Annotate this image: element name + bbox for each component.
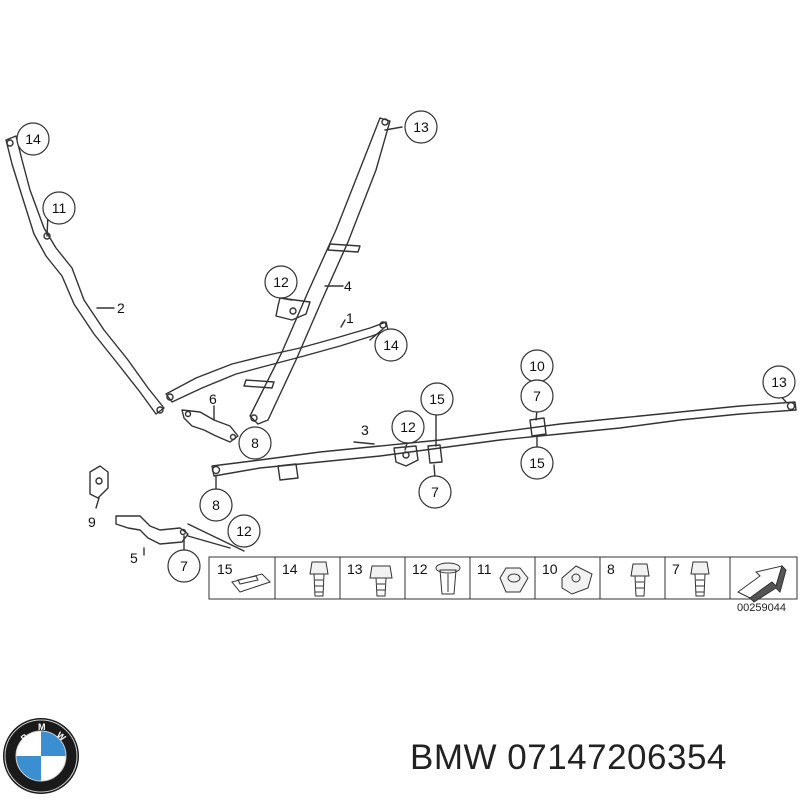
callout-13-top: 13 (404, 110, 438, 144)
legend-8: 8 (607, 561, 615, 577)
svg-text:15: 15 (529, 455, 545, 471)
part-12-bracket-upper (275, 297, 311, 321)
svg-text:8: 8 (251, 435, 259, 451)
part-3-bracket-left (277, 463, 299, 481)
part-3-bracket-right (529, 417, 547, 437)
bolt-7-icon (690, 561, 710, 597)
bolt-14-icon (309, 561, 329, 597)
callout-7-lower: 7 (167, 549, 201, 583)
part-4-bracket-top (327, 243, 361, 253)
drawing-number: 00259044 (737, 602, 786, 614)
legend-12: 12 (412, 561, 428, 577)
direction-arrow-icon (737, 565, 787, 603)
svg-text:7: 7 (533, 388, 541, 404)
part-4-strut (249, 117, 391, 425)
part-label-3: 3 (361, 422, 369, 438)
part-label-5: 5 (130, 550, 138, 566)
svg-text:11: 11 (52, 200, 67, 216)
svg-text:12: 12 (236, 523, 252, 539)
part-label-1: 1 (346, 310, 354, 326)
callout-11: 11 (42, 191, 76, 225)
legend-14: 14 (282, 561, 298, 577)
svg-text:M: M (38, 722, 46, 732)
cage-nut-icon (561, 565, 593, 595)
part-3-bracket-15 (427, 444, 443, 464)
legend-15: 15 (217, 561, 233, 577)
svg-text:13: 13 (413, 119, 429, 135)
callout-12-mid: 12 (391, 410, 425, 444)
footer-part-number: BMW 07147206354 (410, 738, 727, 777)
expansion-nut-icon (435, 562, 461, 595)
part-4-bracket-mid (243, 379, 275, 389)
callouts: 14 11 13 12 14 8 10 7 13 15 12 15 7 8 12… (16, 110, 796, 583)
callout-10: 10 (520, 349, 554, 383)
legend-7: 7 (672, 561, 680, 577)
callout-7-mid: 7 (418, 475, 452, 509)
legend-10: 10 (542, 561, 558, 577)
part-9-cap (89, 465, 109, 499)
legend-11: 11 (477, 561, 492, 577)
svg-text:15: 15 (429, 391, 445, 407)
svg-text:12: 12 (273, 274, 289, 290)
hex-nut-icon (499, 567, 529, 593)
bolt-8-icon (630, 563, 650, 597)
part-6-bracket (181, 409, 239, 443)
bmw-logo-icon: B M W (3, 718, 79, 794)
callout-8-upper: 8 (238, 426, 272, 460)
callout-7-right: 7 (520, 379, 554, 413)
callout-14-mid: 14 (374, 328, 408, 362)
part-3-strut (211, 401, 797, 477)
callout-13-right: 13 (762, 365, 796, 399)
callout-15-lower: 15 (520, 446, 554, 480)
callout-12-upper: 12 (264, 265, 298, 299)
callout-14-top: 14 (16, 122, 50, 156)
svg-text:14: 14 (383, 337, 399, 353)
legend-13: 13 (347, 561, 363, 577)
svg-text:7: 7 (180, 558, 188, 574)
svg-text:B: B (19, 731, 31, 743)
svg-text:10: 10 (529, 358, 545, 374)
bolt-13-icon (369, 565, 393, 597)
svg-text:8: 8 (212, 497, 220, 513)
callout-15-upper: 15 (420, 382, 454, 416)
svg-text:13: 13 (771, 374, 787, 390)
svg-text:14: 14 (25, 131, 41, 147)
svg-text:12: 12 (400, 419, 416, 435)
part-label-6: 6 (209, 391, 217, 407)
part-5-bracket (115, 515, 189, 545)
part-label-4: 4 (344, 278, 352, 294)
clip-nut-icon (231, 573, 271, 593)
part-label-9: 9 (88, 514, 96, 530)
part-label-2: 2 (117, 300, 125, 316)
part-3-bracket-clip (393, 445, 419, 467)
callout-8-lower: 8 (199, 488, 233, 522)
svg-text:7: 7 (431, 484, 439, 500)
callout-12-lower: 12 (227, 514, 261, 548)
part-2-strut (5, 135, 165, 415)
fastener-legend (208, 556, 798, 603)
